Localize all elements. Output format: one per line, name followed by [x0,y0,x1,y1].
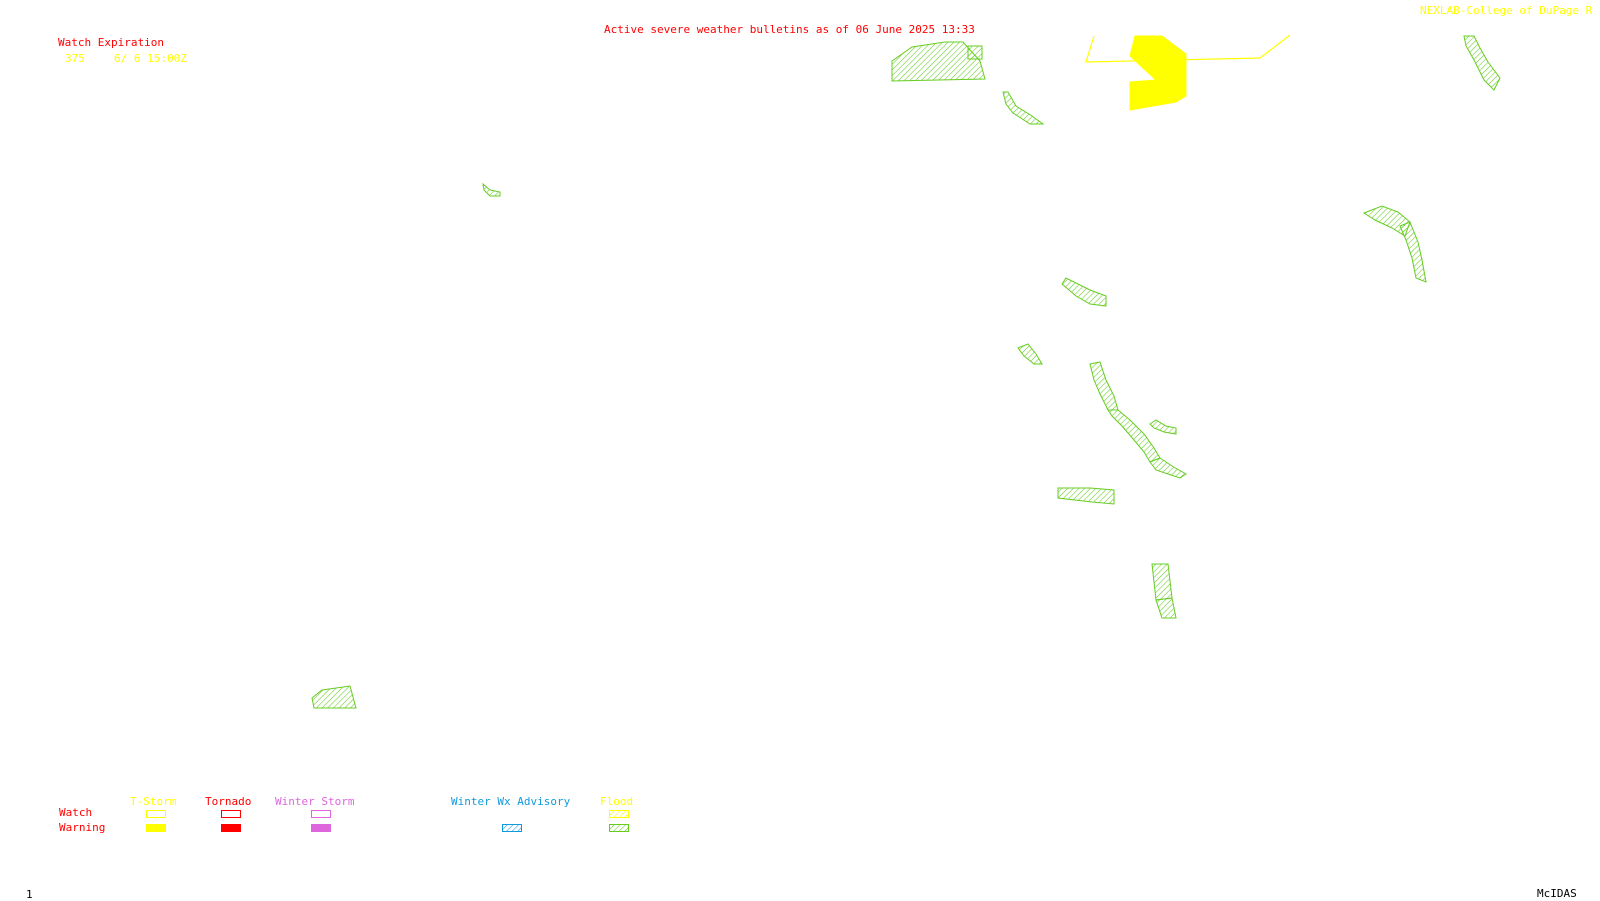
legend-watch-label: Watch [59,806,93,819]
tstorm-watch-outline[interactable] [1085,34,1291,63]
flood-warning-polygon[interactable] [1002,91,1045,125]
watch-expires: 6/ 6 15:00Z [114,52,187,65]
flood-warning-swatch [609,824,629,832]
flood-warning-polygon[interactable] [1155,597,1177,619]
tstorm-warning-polygon[interactable] [1129,35,1187,111]
flood-warning-polygon[interactable] [1089,361,1119,411]
legend-flood-label: Flood [600,795,634,808]
winter-storm-warning-swatch [311,824,331,832]
software-label: McIDAS [1537,887,1577,900]
tstorm-watch-swatch [146,810,166,818]
flood-warning-polygon[interactable] [311,685,357,709]
legend-warning-label: Warning [59,821,106,834]
flood-warning-polygon[interactable] [1061,277,1107,307]
winter-wx-advisory-swatch [502,824,522,832]
flood-warning-polygon[interactable] [1107,409,1161,463]
flood-warning-polygon[interactable] [1151,563,1173,601]
legend-winter-wx-advisory-label: Winter Wx Advisory [451,795,571,808]
flood-watch-swatch [609,810,629,818]
flood-warning-polygon[interactable] [1057,487,1115,505]
flood-warning-polygon[interactable] [1149,457,1187,479]
flood-warning-polygon[interactable] [482,182,501,197]
tornado-warning-swatch [221,824,241,832]
winter-storm-watch-swatch [311,810,331,818]
watch-number: 375 [65,52,85,65]
legend-tstorm-label: T-Storm [130,795,177,808]
bulletin-title: Active severe weather bulletins as of 06… [604,23,975,36]
flood-warning-polygons [311,35,1501,709]
legend-winter-storm-label: Winter Storm [275,795,355,808]
watch-expiration-heading: Watch Expiration [58,36,164,49]
flood-warning-polygon[interactable] [1149,419,1177,435]
frame-number: 1 [26,888,33,901]
flood-warning-polygon[interactable] [1463,35,1501,91]
legend-tornado-label: Tornado [205,795,252,808]
flood-warning-polygon[interactable] [1017,343,1043,365]
tstorm-warning-swatch [146,824,166,832]
credit-text: NEXLAB-College of DuPage R [1420,4,1593,17]
tornado-watch-swatch [221,810,241,818]
flood-warning-polygon[interactable] [967,45,983,60]
flood-warning-polygon[interactable] [1399,221,1427,283]
